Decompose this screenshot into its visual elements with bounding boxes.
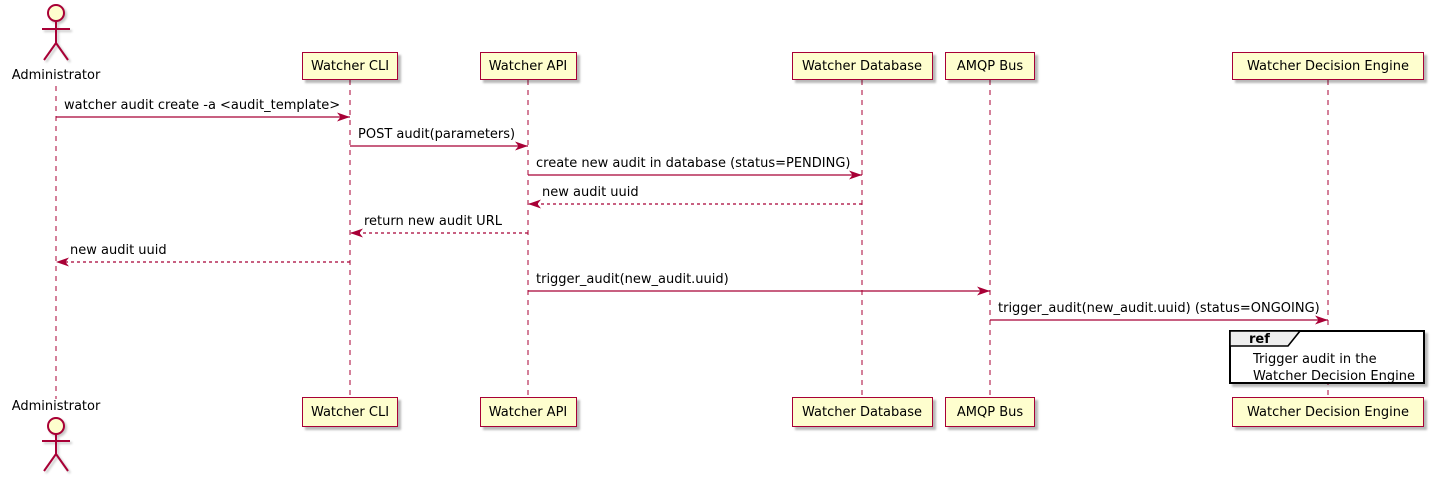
message-label-1: POST audit(parameters) [358,127,516,142]
ref-fragment-content: Trigger audit in the Watcher Decision En… [1231,332,1423,385]
message-label-3: new audit uuid [542,185,639,200]
participant-db-bottom-box: Watcher Database [791,397,933,427]
message-arrowhead-2 [849,170,862,180]
message-arrowhead-3 [528,199,541,209]
message-label-4: return new audit URL [364,214,502,229]
participant-cli-bottom-box: Watcher CLI [302,397,398,427]
message-label-6: trigger_audit(new_audit.uuid) [536,272,729,287]
participant-label: Watcher Decision Engine [1247,58,1409,74]
message-arrowhead-1 [515,141,528,151]
participant-label: Watcher Database [802,404,922,420]
message-label-7: trigger_audit(new_audit.uuid) (status=ON… [998,301,1320,316]
participant-label: Watcher CLI [310,404,390,420]
message-label-0: watcher audit create -a <audit_template> [64,98,341,113]
message-arrowhead-4 [350,228,363,238]
message-label-5: new audit uuid [70,243,167,258]
participant-label: Watcher Database [802,58,922,74]
participant-api-top-box: Watcher API [479,52,577,80]
participant-label: Watcher API [488,58,568,74]
ref-fragment-tab [1229,330,1302,347]
administrator-actor-figure-bottom [42,417,70,472]
participant-label: AMQP Bus [956,58,1024,74]
participant-label: Watcher Decision Engine [1247,404,1409,420]
ref-fragment-text-line: Watcher Decision Engine [1253,369,1415,384]
participant-amqp-top-box: AMQP Bus [945,52,1035,80]
participant-wde-top-box: Watcher Decision Engine [1232,52,1424,80]
participant-wde-bottom-box: Watcher Decision Engine [1232,397,1424,427]
message-label-2: create new audit in database (status=PEN… [536,156,851,171]
administrator-actor-figure-top [42,4,70,61]
participant-api-bottom-box: Watcher API [479,397,577,427]
administrator-label-bottom: Administrator [11,399,101,414]
participant-cli-top-box: Watcher CLI [302,52,398,80]
ref-fragment: ref Trigger audit in the Watcher Decisio… [1229,330,1425,384]
participant-label: Watcher API [488,404,568,420]
message-arrowhead-5 [56,257,69,267]
participant-db-top-box: Watcher Database [791,52,933,80]
ref-keyword: ref [1249,332,1270,347]
participant-amqp-bottom-box: AMQP Bus [945,397,1035,427]
administrator-label-top: Administrator [11,68,101,83]
participant-label: Watcher CLI [310,58,390,74]
ref-fragment-text-line: Trigger audit in the [1253,352,1377,367]
message-arrowhead-6 [977,286,990,296]
message-arrowhead-0 [337,112,350,122]
message-arrowhead-7 [1315,315,1328,325]
participant-label: AMQP Bus [956,404,1024,420]
